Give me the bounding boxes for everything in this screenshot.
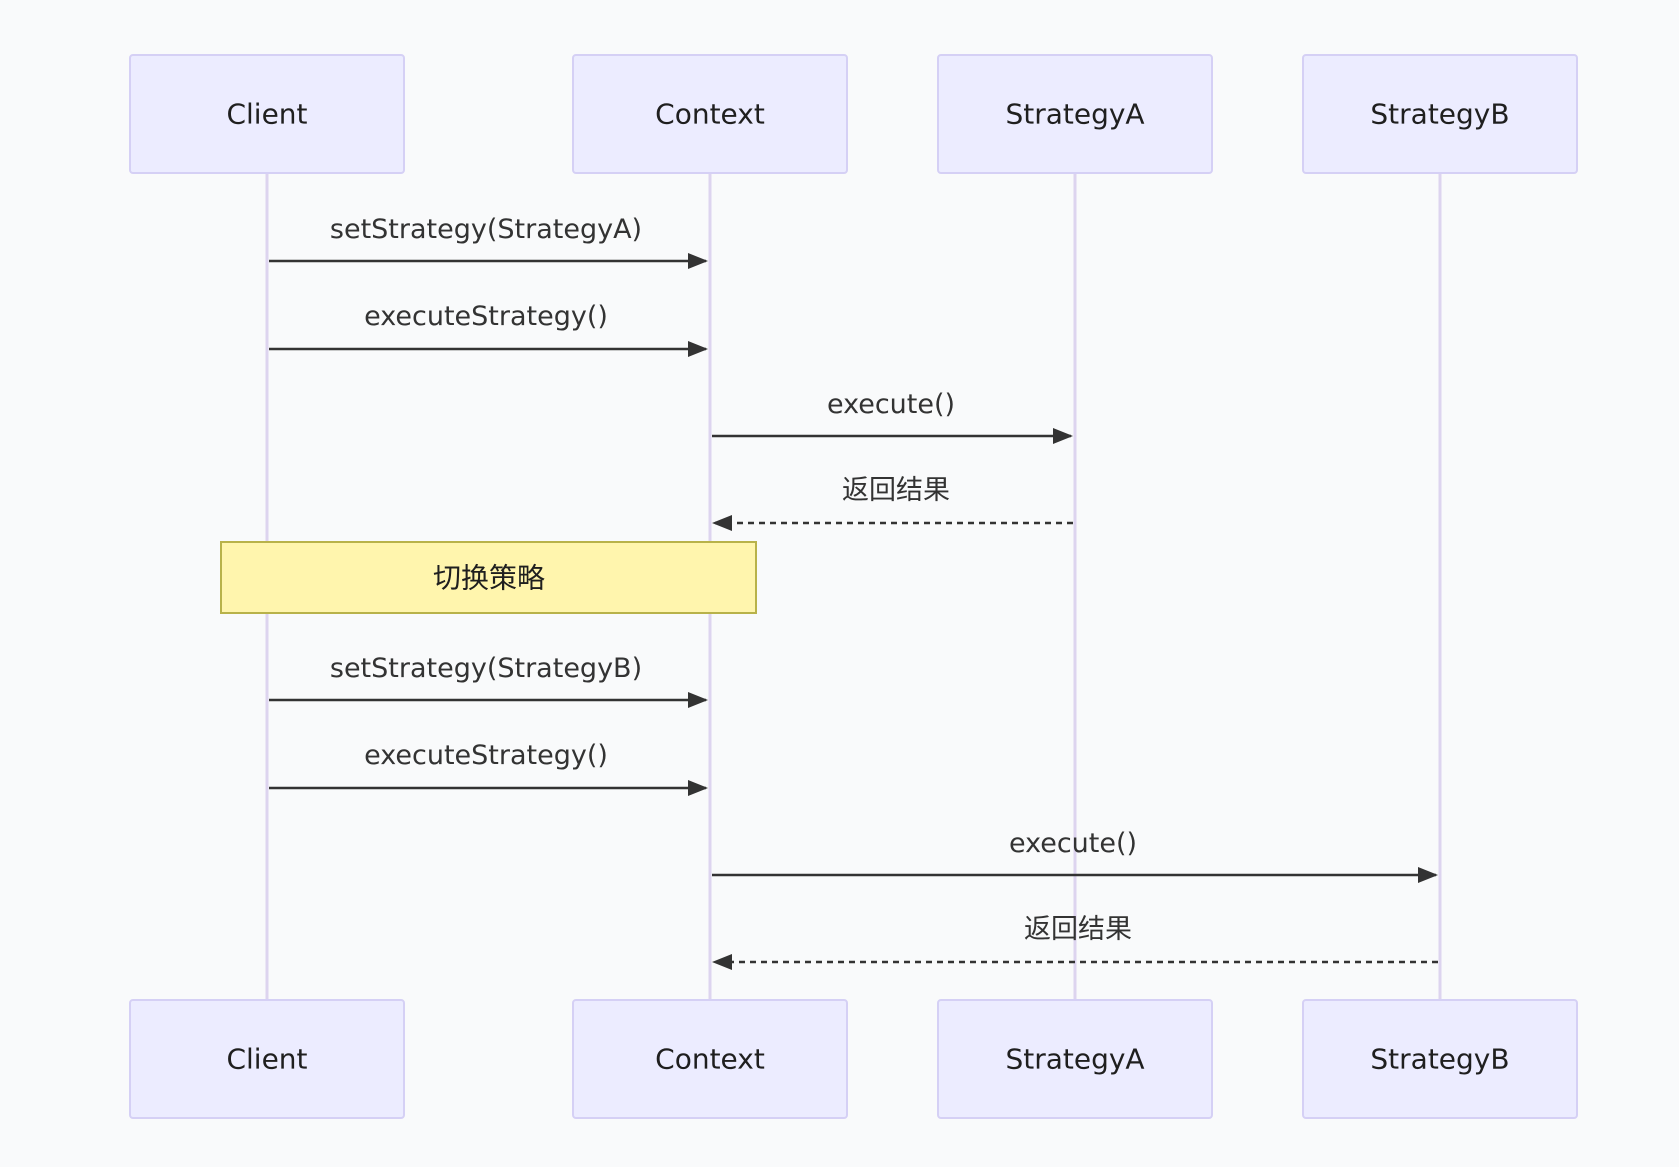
message-label: setStrategy(StrategyA) — [330, 214, 642, 245]
actor-context-top: Context — [572, 54, 848, 174]
message-label: setStrategy(StrategyB) — [330, 653, 642, 684]
message-execute-a: execute() — [712, 389, 1073, 444]
note-label: 切换策略 — [433, 562, 545, 595]
actor-client-top: Client — [129, 54, 405, 174]
actor-label: Context — [655, 98, 765, 131]
actor-label: Client — [226, 98, 307, 131]
actor-strategy-a-bottom: StrategyA — [937, 999, 1213, 1119]
message-label: executeStrategy() — [364, 740, 608, 771]
actor-strategy-a-top: StrategyA — [937, 54, 1213, 174]
message-label: execute() — [827, 389, 955, 420]
actor-label: Client — [226, 1043, 307, 1076]
message-execute-strategy-2: executeStrategy() — [269, 740, 708, 796]
actor-label: Context — [655, 1043, 765, 1076]
messages: setStrategy(StrategyA) executeStrategy()… — [269, 214, 1438, 970]
actor-strategy-b-bottom: StrategyB — [1302, 999, 1578, 1119]
message-return-a: 返回结果 — [712, 475, 1073, 531]
actor-strategy-b-top: StrategyB — [1302, 54, 1578, 174]
message-label: executeStrategy() — [364, 301, 608, 332]
actor-label: StrategyA — [1005, 1043, 1144, 1076]
message-set-strategy-b: setStrategy(StrategyB) — [269, 653, 708, 708]
actors-bottom: Client Context StrategyA StrategyB — [129, 999, 1578, 1119]
actors-top: Client Context StrategyA StrategyB — [129, 54, 1578, 174]
actor-label: StrategyB — [1370, 98, 1509, 131]
message-label: execute() — [1009, 828, 1137, 859]
message-execute-strategy-1: executeStrategy() — [269, 301, 708, 357]
message-label: 返回结果 — [842, 475, 950, 506]
actor-label: StrategyA — [1005, 98, 1144, 131]
message-set-strategy-a: setStrategy(StrategyA) — [269, 214, 708, 269]
message-execute-b: execute() — [712, 828, 1438, 883]
message-return-b: 返回结果 — [712, 914, 1438, 970]
actor-context-bottom: Context — [572, 999, 848, 1119]
actor-client-bottom: Client — [129, 999, 405, 1119]
message-label: 返回结果 — [1024, 914, 1132, 945]
note-switch-strategy: 切换策略 — [220, 541, 757, 614]
actor-label: StrategyB — [1370, 1043, 1509, 1076]
